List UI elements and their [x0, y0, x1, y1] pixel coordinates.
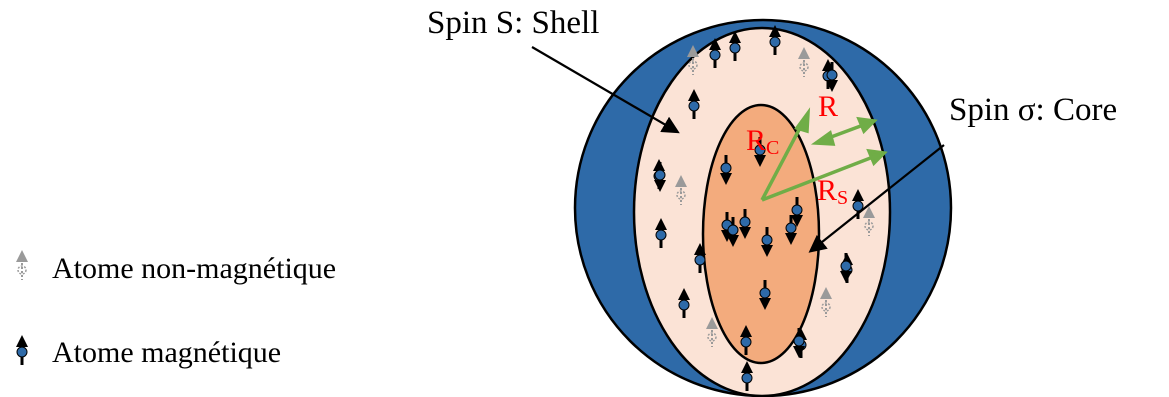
legend-nonmagnetic-icon — [15, 249, 29, 281]
shell-label: Spin S: Shell — [427, 5, 599, 41]
core-leader-arrow — [808, 144, 945, 253]
rc-label: RC — [746, 124, 779, 159]
legend-magnetic-label: Atome magnétique — [52, 336, 282, 369]
legend-magnetic-icon — [14, 333, 30, 367]
rs-label: RS — [817, 174, 848, 209]
legend-nonmagnetic-label: Atome non-magnétique — [52, 252, 337, 285]
shell-leader-arrow — [531, 46, 680, 134]
core-region — [701, 103, 821, 365]
leader-arrows — [531, 46, 945, 253]
r-label: R — [818, 90, 838, 123]
core-label: Spin σ: Core — [949, 92, 1117, 128]
radius-arrows — [760, 107, 888, 202]
